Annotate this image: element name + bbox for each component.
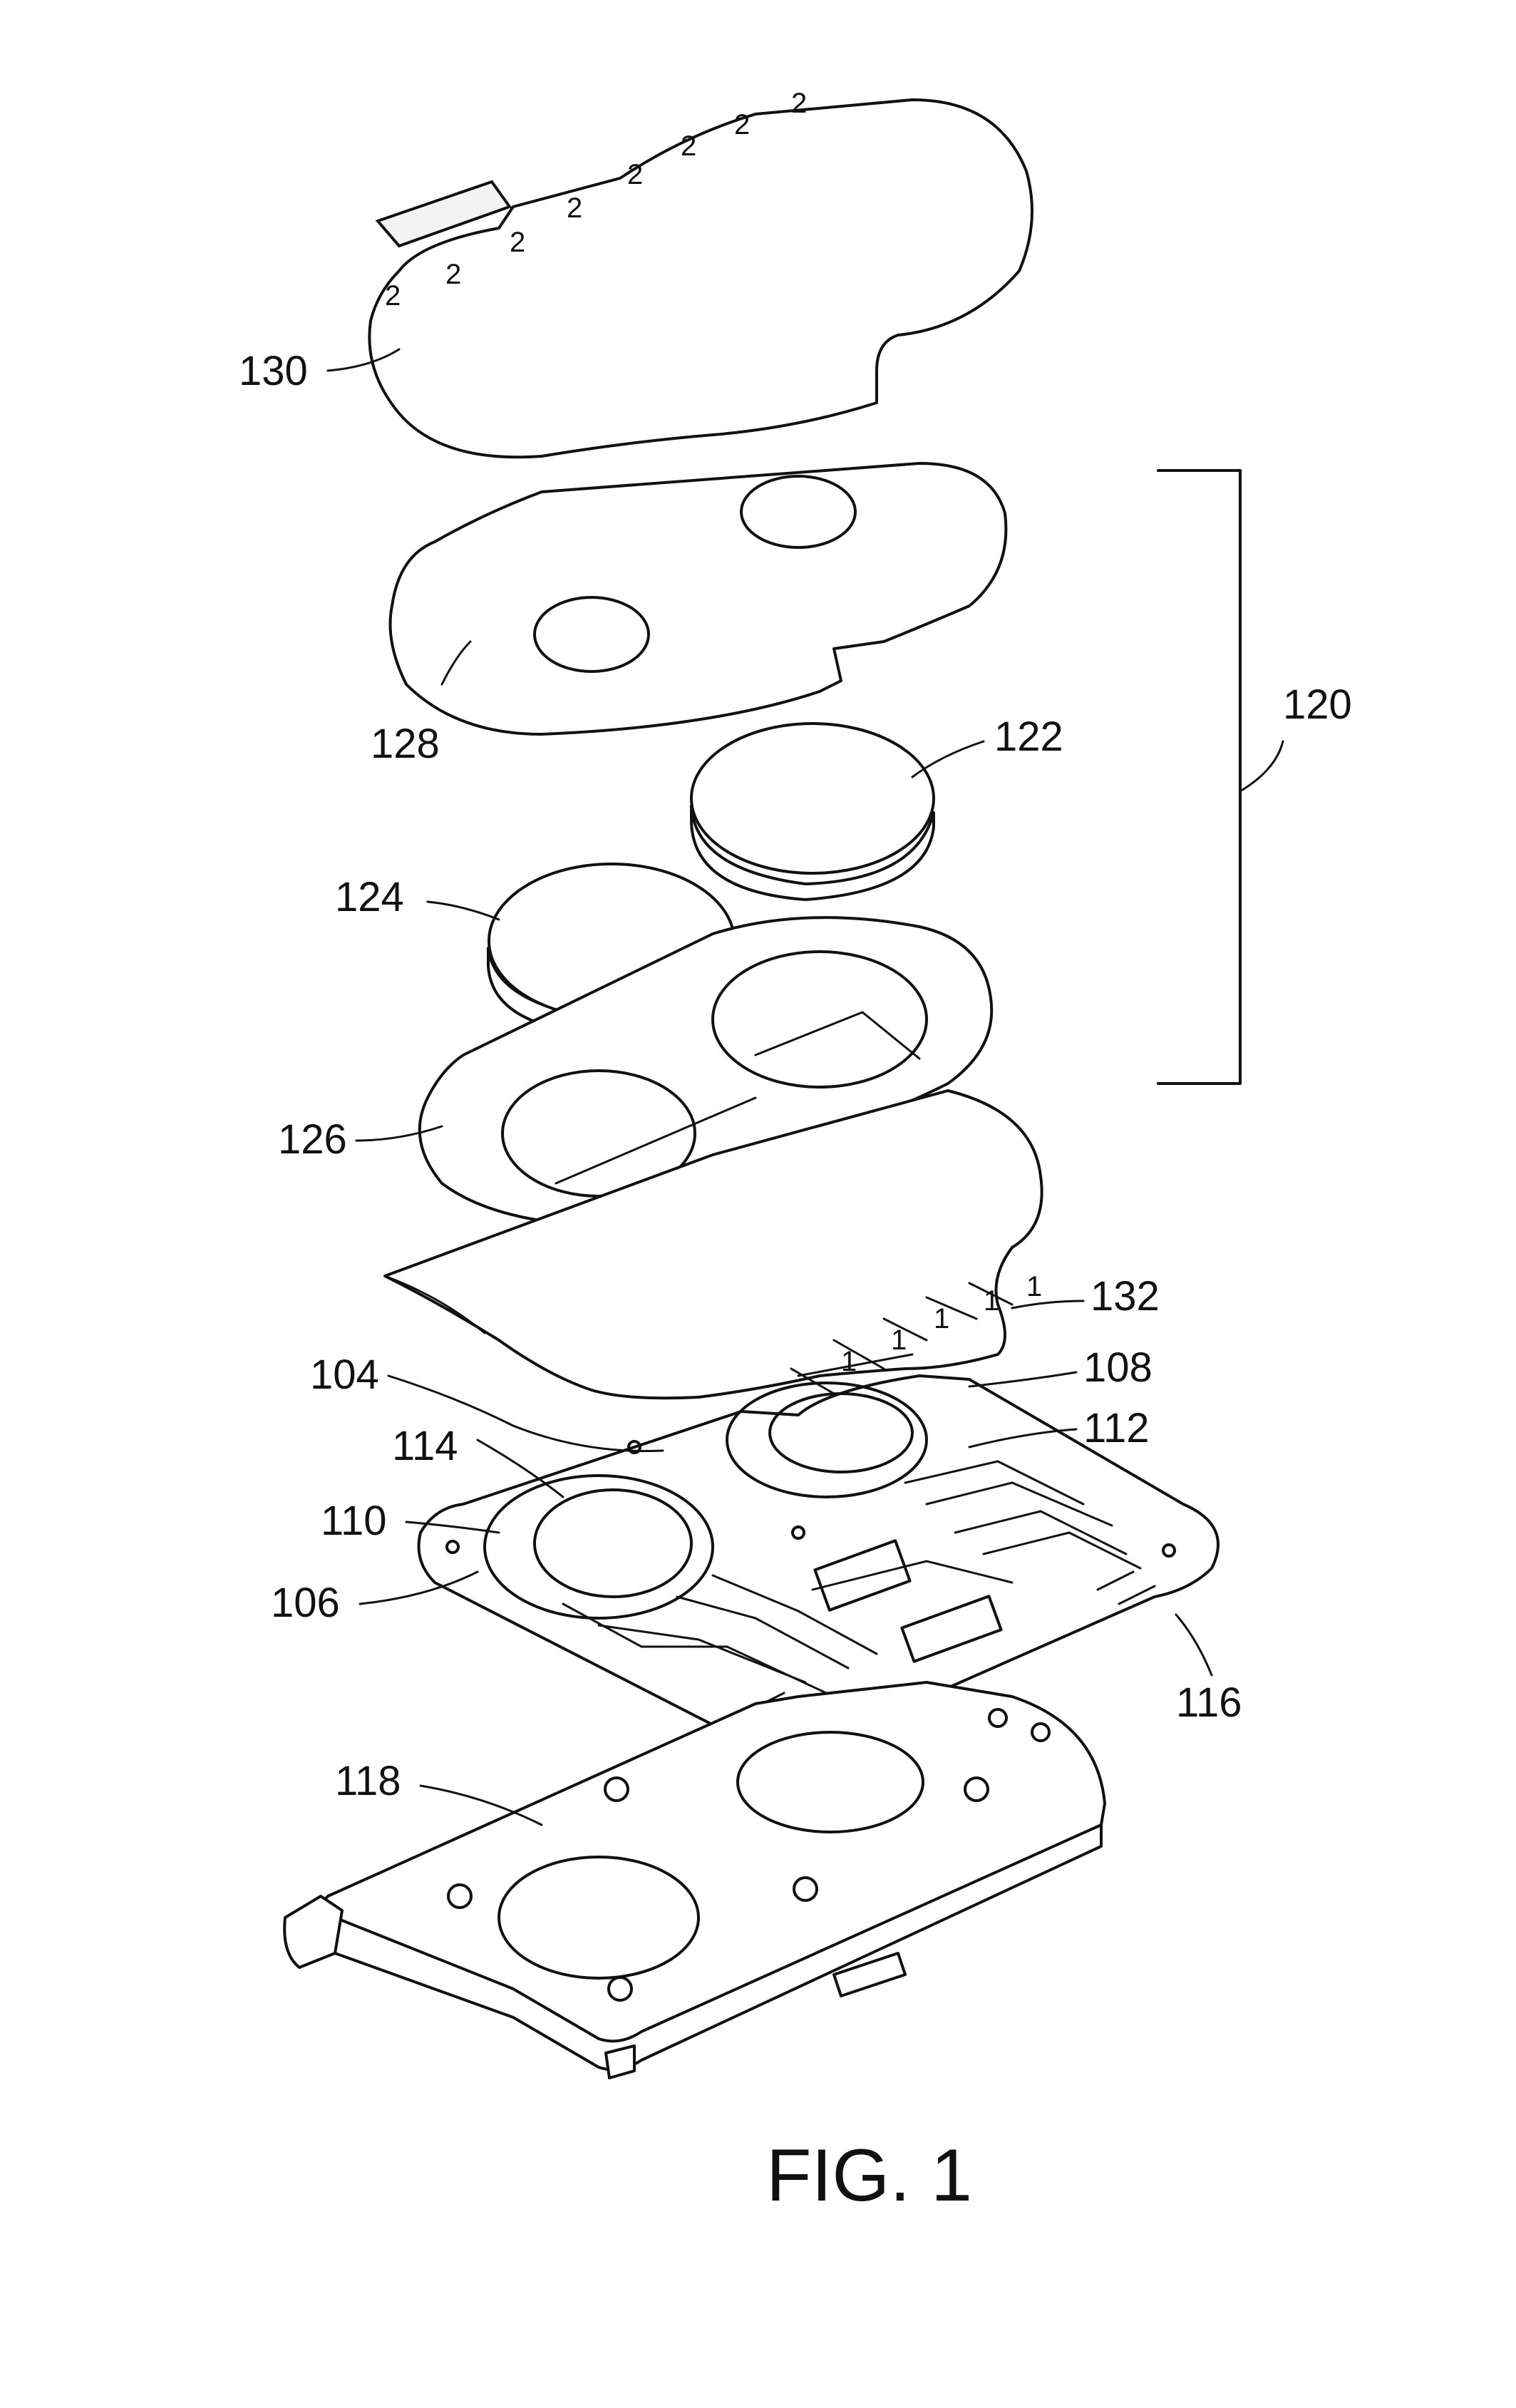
label-132: 132	[1090, 1276, 1160, 1317]
label-114: 114	[392, 1426, 458, 1467]
layer-130-top-cover	[369, 100, 1032, 457]
label-106: 106	[271, 1583, 340, 1624]
layer-128	[391, 463, 1006, 734]
label-128: 128	[371, 724, 440, 765]
label-120: 120	[1283, 684, 1352, 726]
label-124: 124	[335, 877, 404, 918]
layer-132-mark: 1	[934, 1305, 949, 1333]
layer-130-mark: 2	[510, 228, 525, 257]
bracket-120	[1158, 470, 1240, 1084]
label-118: 118	[335, 1761, 401, 1802]
label-116: 116	[1176, 1682, 1242, 1724]
layer-132-mark: 1	[841, 1347, 857, 1376]
label-122: 122	[994, 716, 1063, 758]
label-104: 104	[310, 1354, 379, 1396]
label-126: 126	[278, 1119, 347, 1161]
layer-130-mark: 2	[567, 194, 582, 222]
layer-132-mark: 1	[891, 1326, 907, 1354]
layer-130-mark: 2	[734, 110, 750, 139]
disc-122	[691, 724, 934, 900]
layer-130-mark: 2	[681, 132, 696, 160]
label-108: 108	[1083, 1347, 1153, 1389]
layer-130-mark: 2	[791, 89, 807, 118]
label-130: 130	[239, 351, 308, 392]
layer-130-mark: 2	[385, 282, 401, 310]
figure-title: FIG. 1	[766, 2139, 972, 2213]
label-112: 112	[1083, 1408, 1149, 1449]
layer-132-mark: 1	[984, 1287, 999, 1315]
layer-132-mark: 1	[1026, 1272, 1042, 1301]
layer-130-mark: 2	[445, 260, 461, 289]
layer-130-mark: 2	[627, 160, 643, 189]
label-110: 110	[321, 1501, 386, 1542]
base-118	[284, 1682, 1105, 2078]
